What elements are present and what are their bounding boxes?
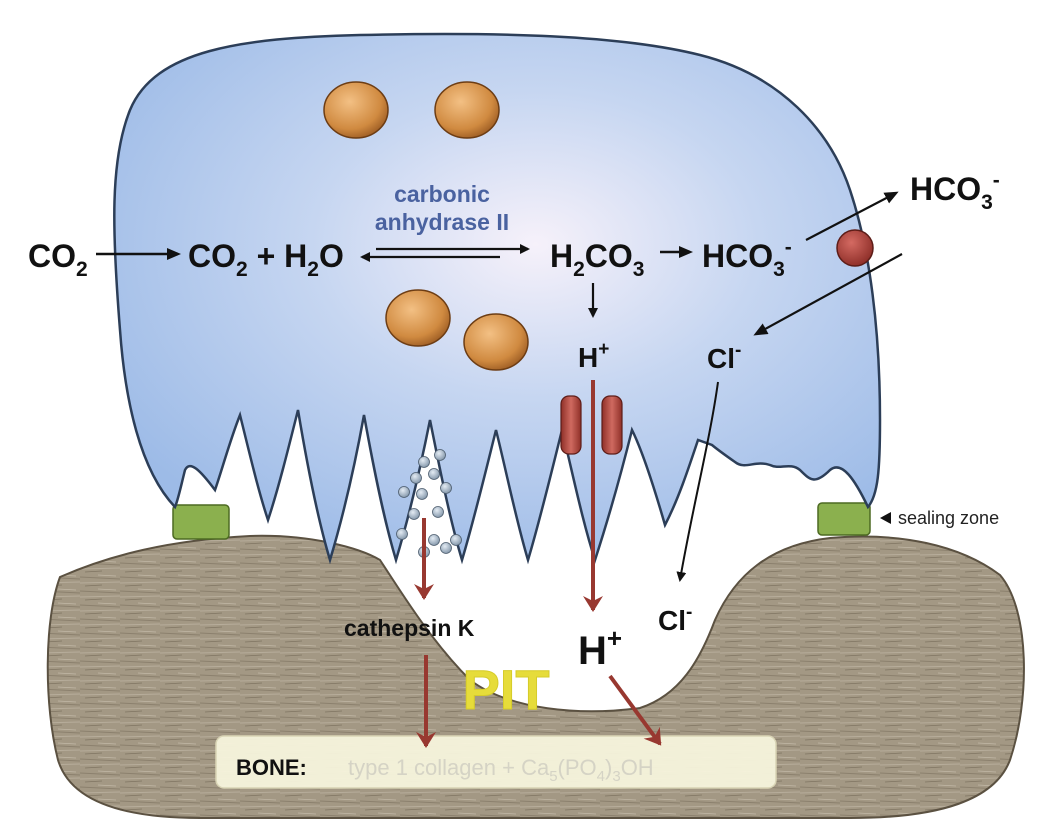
hco3-inside-label: HCO3-: [702, 236, 792, 281]
bone-label: BONE:: [236, 755, 307, 780]
pit-label: PIT: [462, 658, 549, 721]
cathepsin-granules: [396, 449, 462, 558]
h2co3-label: H2CO3: [550, 238, 644, 281]
osteoclast-cell: [113, 32, 882, 565]
arrow-cl-to-pit: [676, 381, 719, 582]
granule: [440, 482, 452, 494]
granule: [418, 456, 430, 468]
vesicle: [434, 81, 500, 139]
vesicle: [323, 81, 389, 139]
cl-inside-label: Cl-: [707, 340, 741, 374]
granule: [398, 486, 410, 498]
granule: [432, 506, 444, 518]
granule: [450, 534, 462, 546]
granule: [396, 528, 408, 540]
arrow-hplus-to-bone: [608, 674, 662, 746]
vesicle: [385, 289, 451, 347]
co2-h2o-label: CO2 + H2O: [188, 238, 344, 281]
hplus-pit-label: H+: [578, 623, 622, 673]
hplus-inside-label: H+: [578, 339, 609, 373]
hco3-exported-label: HCO3-: [910, 169, 1000, 214]
proton-pump-right: [601, 395, 623, 455]
cl-pit-label: Cl-: [658, 602, 692, 636]
co2-outside-label: CO2: [28, 238, 88, 281]
granule: [428, 468, 440, 480]
granule: [434, 449, 446, 461]
cathepsin-label: cathepsin K: [344, 615, 475, 641]
granule: [408, 508, 420, 520]
sealing-zone-left: [172, 504, 230, 540]
arrow-cl-import: [753, 253, 903, 336]
enzyme-label-line1: carbonic: [394, 181, 490, 207]
granule: [428, 534, 440, 546]
sealing-zone-pointer-icon: [880, 512, 891, 524]
granule: [410, 472, 422, 484]
sealing-zone-right: [817, 502, 871, 536]
enzyme-label-line2: anhydrase II: [375, 209, 509, 235]
proton-pump-left: [560, 395, 582, 455]
anion-exchanger: [836, 229, 874, 267]
vesicle: [463, 313, 529, 371]
granule: [416, 488, 428, 500]
sealing-zone-label: sealing zone: [898, 508, 999, 528]
granule: [440, 542, 452, 554]
bone-label-box: [215, 735, 777, 789]
arrow-hco3-export: [805, 191, 899, 241]
bone-formula: type 1 collagen + Ca5(PO4)3OH: [348, 755, 654, 785]
